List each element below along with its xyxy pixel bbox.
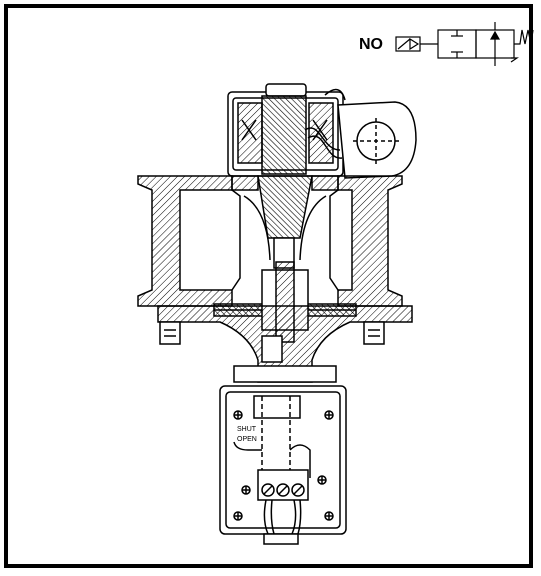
normally-open-label: NO bbox=[359, 36, 383, 53]
terminal-box bbox=[219, 385, 347, 545]
bonnet bbox=[157, 305, 413, 383]
valve-symbol bbox=[395, 22, 534, 66]
junction-box bbox=[324, 88, 417, 179]
armature bbox=[257, 95, 313, 269]
shut-label: SHUT bbox=[236, 426, 258, 434]
open-label: OPEN bbox=[236, 436, 258, 444]
